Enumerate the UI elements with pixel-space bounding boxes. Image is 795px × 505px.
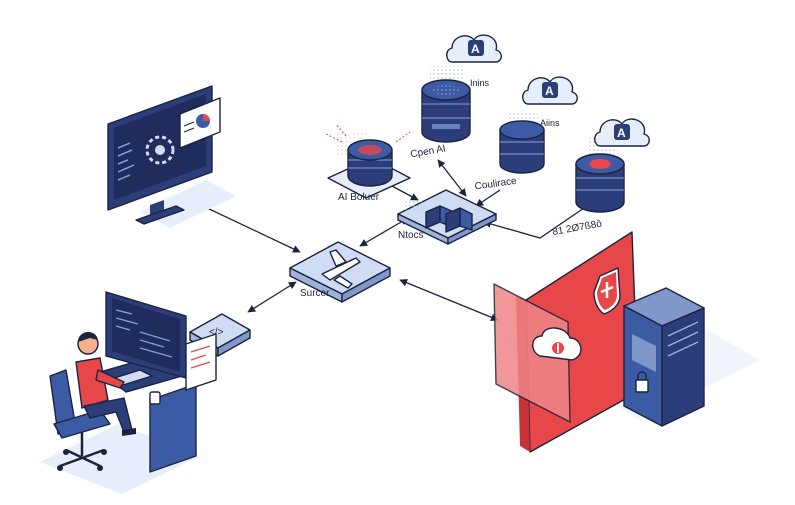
firewall-security-zone[interactable] [493,231,760,453]
gear-icon [145,135,175,165]
cloud-letter-icon: A [471,42,480,56]
cloud-letter-icon: A [545,84,554,98]
code-lines-icon [117,142,135,181]
cloud-badge-right: A [594,118,650,147]
ai-broker-label: AI Boluer [338,192,380,203]
server-label: Surcer [300,288,330,299]
compliance-label: Coulirace [474,176,518,193]
pie-chart-popup [179,97,221,149]
cloud-badge-left: A Inins [446,34,502,88]
airplane-icon [321,249,361,289]
cloud-badge-mid: A Aiins [522,76,578,128]
workstation-user [40,291,217,494]
compliance-database[interactable]: Coulirace [474,112,545,193]
shield-icon [593,267,621,315]
link-broker-network [391,185,419,201]
alert-glow-icon [358,145,382,155]
link-compliance-network [475,189,501,207]
record-id-label: 81 2Ø7ß8ô [552,218,604,238]
cloud-letter-icon: A [617,126,626,140]
server-rack-icon [425,205,473,233]
link-code-hub [247,281,297,313]
link-record-network [483,207,585,239]
network-platform[interactable]: Ntocs [397,189,497,245]
lock-icon [635,371,649,393]
ai-broker-database[interactable]: AI Boluer [325,123,411,203]
connectors [185,159,585,321]
desktop-monitor[interactable] [107,85,236,228]
server-hub-platform[interactable]: Surcer [289,241,391,303]
link-openai-network [437,159,467,197]
link-hub-network [359,217,409,247]
cloud-mid-label: Aiins [540,118,560,128]
cloud-alert-icon [532,327,582,361]
open-ai-label: Cpen AI [410,143,447,160]
code-tag-icon: </> [209,327,224,338]
network-label: Ntocs [398,230,424,241]
cloud-left-label: Inins [470,78,490,88]
link-hub-firewall [399,279,499,321]
coffee-mug-icon [149,391,161,405]
record-alert-icon [589,159,611,169]
open-ai-database[interactable]: Cpen AI [410,66,471,160]
